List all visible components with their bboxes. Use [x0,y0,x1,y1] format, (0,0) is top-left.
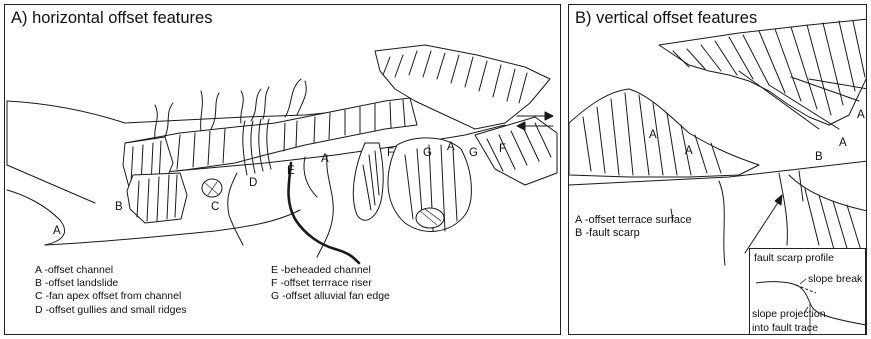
label-f-riser-right: F [499,143,506,155]
panel-horizontal-offset: A) horizontal offset features [4,4,561,335]
legend-item-d: D -offset gullies and small ridges [35,304,187,317]
label-c-fan-apex: C [211,201,219,213]
legend-item-e: E -beheaded channel [271,264,390,277]
legend-left: A -offset channel B -offset landslide C … [35,264,187,317]
label-d-gullies: D [249,177,257,189]
panel-vertical-offset: B) vertical offset features [568,4,867,335]
label-a-terrace-1: A [649,129,657,141]
legend-item-g: G -offset alluvial fan edge [271,290,390,303]
label-a-channel-mid: A [321,153,329,165]
legend-item-c: C -fan apex offset from channel [35,290,187,303]
fault-scarp-profile-inset: fault scarp profile slope break slope pr… [749,248,866,335]
label-a-terrace-3: A [839,137,847,149]
label-a-channel-right: A [447,141,455,153]
label-a-channel-left: A [53,225,61,237]
panel-b-title: B) vertical offset features [575,9,763,28]
panel-a-title: A) horizontal offset features [11,9,218,28]
legend-item-b: B -offset landslide [35,277,187,290]
legend-item-f: F -offset terrrace riser [271,277,390,290]
label-e-beheaded: E [287,165,295,177]
legend-item-terrace: A -offset terrace surface [575,214,692,227]
label-a-terrace-2: A [685,145,693,157]
legend-item-scarp: B -fault scarp [575,227,692,240]
scarp-profile-drawing [750,249,867,335]
label-a-terrace-4: A [857,109,865,121]
label-g-fan-left: G [423,147,432,159]
legend-b: A -offset terrace surface B -fault scarp [575,214,692,240]
label-b-landslide: B [115,201,123,213]
label-b-scarp: B [815,151,823,163]
label-g-fan-right: G [469,147,478,159]
label-f-riser-left: F [387,147,394,159]
legend-item-a: A -offset channel [35,264,187,277]
legend-right: E -beheaded channel F -offset terrrace r… [271,264,390,304]
